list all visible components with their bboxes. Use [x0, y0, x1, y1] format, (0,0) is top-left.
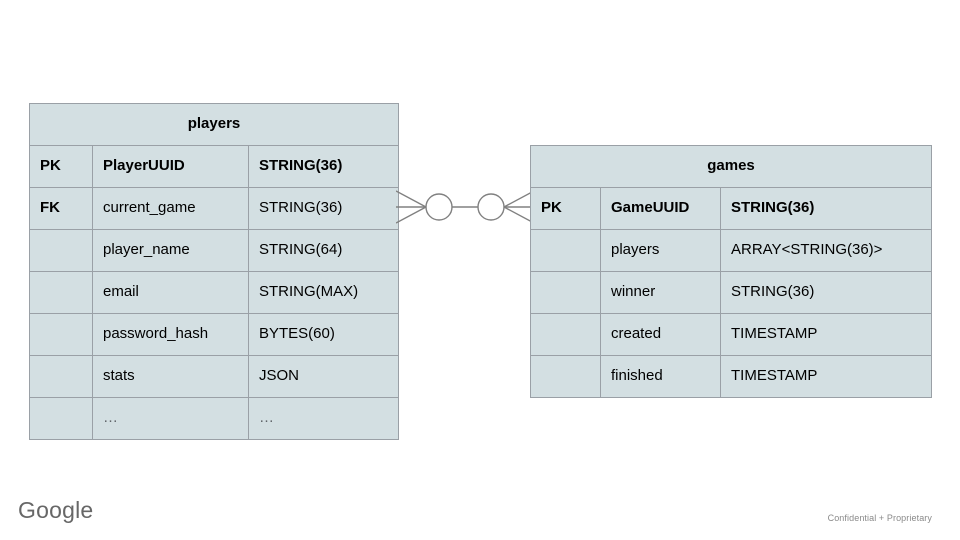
- table-row[interactable]: password_hash BYTES(60): [29, 313, 399, 356]
- table-row[interactable]: finished TIMESTAMP: [530, 355, 932, 398]
- row-field-type: JSON: [248, 355, 399, 398]
- table-row[interactable]: FK current_game STRING(36): [29, 187, 399, 230]
- row-key-badge: [530, 229, 601, 272]
- table-row[interactable]: created TIMESTAMP: [530, 313, 932, 356]
- row-field-name: created: [600, 313, 721, 356]
- row-field-name: finished: [600, 355, 721, 398]
- entity-table-players[interactable]: players PK PlayerUUID STRING(36) FK curr…: [29, 103, 399, 440]
- entity-title-row: players: [29, 103, 399, 146]
- crowfoot-left-prong-upper: [396, 190, 427, 208]
- confidentiality-notice: Confidential + Proprietary: [827, 513, 932, 523]
- row-key-badge: [29, 355, 93, 398]
- crowfoot-right-prong-upper: [503, 190, 534, 208]
- row-field-type: …: [248, 397, 399, 440]
- row-key-badge: PK: [530, 187, 601, 230]
- table-row[interactable]: winner STRING(36): [530, 271, 932, 314]
- row-field-type: STRING(36): [248, 145, 399, 188]
- row-key-badge: [29, 397, 93, 440]
- table-row[interactable]: players ARRAY<STRING(36)>: [530, 229, 932, 272]
- cardinality-circle-right: [477, 193, 505, 221]
- row-field-type: STRING(36): [720, 187, 932, 230]
- row-field-type: ARRAY<STRING(36)>: [720, 229, 932, 272]
- row-field-type: STRING(36): [248, 187, 399, 230]
- row-field-name: email: [92, 271, 249, 314]
- row-field-type: BYTES(60): [248, 313, 399, 356]
- crowfoot-left-prong-lower: [396, 206, 427, 224]
- row-field-name: players: [600, 229, 721, 272]
- relationship-connector[interactable]: [396, 183, 534, 231]
- row-field-name: stats: [92, 355, 249, 398]
- table-row-overflow[interactable]: … …: [29, 397, 399, 440]
- google-logo: Google: [18, 497, 94, 523]
- row-key-badge: [530, 355, 601, 398]
- row-key-badge: [530, 313, 601, 356]
- row-field-name: GameUUID: [600, 187, 721, 230]
- row-field-name: password_hash: [92, 313, 249, 356]
- row-field-type: TIMESTAMP: [720, 313, 932, 356]
- table-row[interactable]: player_name STRING(64): [29, 229, 399, 272]
- table-row[interactable]: PK PlayerUUID STRING(36): [29, 145, 399, 188]
- row-key-badge: [29, 313, 93, 356]
- entity-title-games: games: [530, 145, 932, 188]
- row-key-badge: [29, 229, 93, 272]
- entity-table-games[interactable]: games PK GameUUID STRING(36) players ARR…: [530, 145, 932, 398]
- entity-title-players: players: [29, 103, 399, 146]
- row-field-name: current_game: [92, 187, 249, 230]
- table-row[interactable]: PK GameUUID STRING(36): [530, 187, 932, 230]
- row-field-type: STRING(MAX): [248, 271, 399, 314]
- row-field-name: PlayerUUID: [92, 145, 249, 188]
- table-row[interactable]: email STRING(MAX): [29, 271, 399, 314]
- row-field-type: STRING(64): [248, 229, 399, 272]
- table-row[interactable]: stats JSON: [29, 355, 399, 398]
- row-field-name: player_name: [92, 229, 249, 272]
- row-key-badge: [29, 271, 93, 314]
- crowfoot-right-prong-lower: [503, 206, 534, 224]
- row-field-type: TIMESTAMP: [720, 355, 932, 398]
- row-field-type: STRING(36): [720, 271, 932, 314]
- row-key-badge: [530, 271, 601, 314]
- entity-title-row: games: [530, 145, 932, 188]
- row-field-name: winner: [600, 271, 721, 314]
- cardinality-circle-left: [425, 193, 453, 221]
- row-key-badge: PK: [29, 145, 93, 188]
- row-key-badge: FK: [29, 187, 93, 230]
- row-field-name: …: [92, 397, 249, 440]
